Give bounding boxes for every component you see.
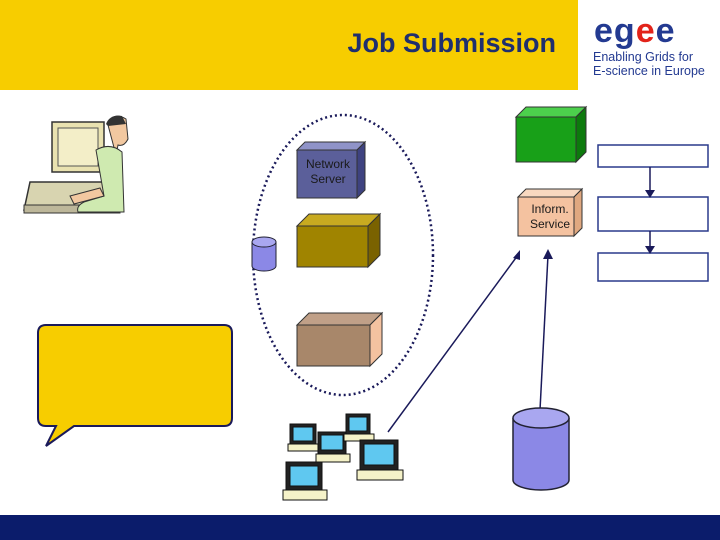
network-server-label: Network Server <box>305 157 350 186</box>
inform-service-box <box>516 187 584 238</box>
workload-manager-box <box>295 212 382 269</box>
inform-service-label: Inform. Service <box>529 202 570 231</box>
computing-element-icon <box>282 413 404 501</box>
user-workstation-icon <box>23 115 129 214</box>
job-controller-box <box>295 311 384 368</box>
header-bar: Job Submission <box>0 0 578 90</box>
right-stack <box>597 144 709 282</box>
green-server-box <box>514 105 588 164</box>
arrow-ce-to-inform <box>387 254 519 433</box>
logo-tagline: Enabling Grids for E-science in Europe <box>593 50 705 78</box>
small-database-icon <box>251 236 277 272</box>
egee-logo: egee Enabling Grids for E-science in Eur… <box>580 0 720 90</box>
logo-wordmark: egee <box>594 12 676 50</box>
footer-bar <box>0 515 720 540</box>
storage-element-icon <box>512 407 570 491</box>
network-server-box <box>295 140 367 200</box>
page-title: Job Submission <box>347 28 556 58</box>
speech-callout <box>37 324 233 447</box>
arrow-db-to-inform <box>539 254 549 411</box>
